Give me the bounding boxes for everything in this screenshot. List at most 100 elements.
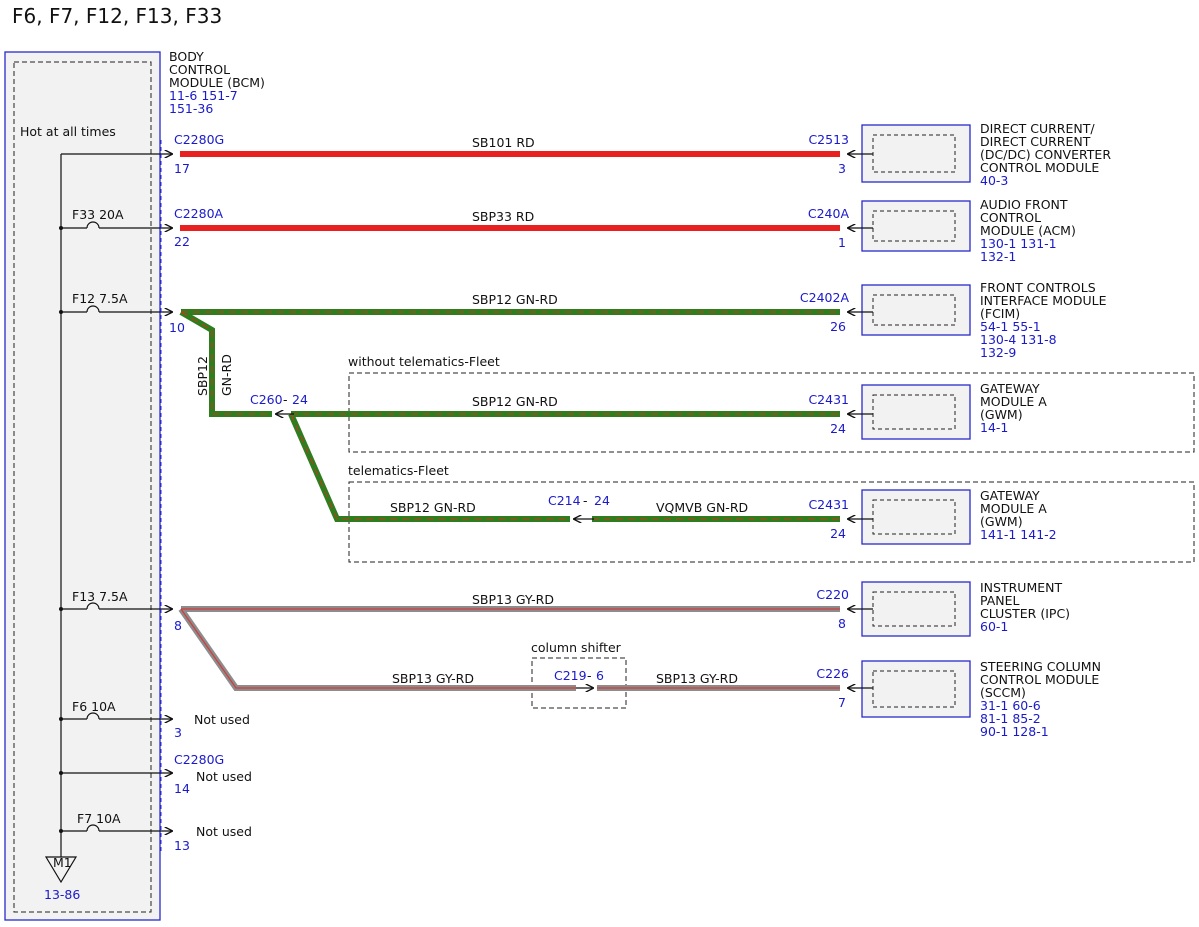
fuse-f13-label: F13 7.5A: [72, 589, 128, 604]
column-shifter-label: column shifter: [531, 640, 622, 655]
svg-text:-: -: [283, 392, 288, 407]
wire-label-sbp33: SBP33 RD: [472, 209, 534, 224]
wire-label-sbp12-gwm1: SBP12 GN-RD: [472, 394, 558, 409]
module-name-line: CONTROL MODULE: [980, 672, 1099, 687]
module-name-line: INSTRUMENT: [980, 580, 1062, 595]
module-name-line: DIRECT CURRENT: [980, 134, 1091, 149]
bcm-pin-14: 14: [174, 781, 190, 796]
module-connector: C240A: [808, 206, 850, 221]
ground-symbol: [44, 856, 78, 884]
wire-label-sbp12-gwm2: SBP12 GN-RD: [390, 500, 476, 515]
module-outline: [861, 200, 971, 252]
module-pin: 1: [838, 235, 846, 250]
wire-label-sb101: SB101 RD: [472, 135, 535, 150]
svg-text:-: -: [587, 668, 592, 683]
wire-label-sbp13-sccm-left: SBP13 GY-RD: [392, 671, 474, 686]
module-ref-line: 40-3: [980, 173, 1008, 188]
module-name-line: CLUSTER (IPC): [980, 606, 1070, 621]
module-name-line: GATEWAY: [980, 381, 1040, 396]
wires-gn-rd: [179, 309, 840, 522]
module-name-line: INTERFACE MODULE: [980, 293, 1107, 308]
module-name-line: CONTROL MODULE: [980, 160, 1099, 175]
bcm-outline: [4, 51, 161, 921]
module-ref-line: 90-1 128-1: [980, 724, 1049, 739]
connector-c2280g-bottom: C2280G: [174, 752, 224, 767]
bcm-module: BODY CONTROL MODULE (BCM) 11-6 151-7 151…: [4, 49, 265, 921]
connector-c2280g-top: C2280G: [174, 132, 224, 147]
module-name-line: (GWM): [980, 407, 1023, 422]
module-ref-line: 130-1 131-1: [980, 236, 1057, 251]
bcm-name-line2: CONTROL: [169, 62, 230, 77]
module-ref-line: 14-1: [980, 420, 1008, 435]
bcm-ref-line2: 151-36: [169, 101, 213, 116]
diagram-title: F6, F7, F12, F13, F33: [12, 4, 222, 28]
module-ref-line: 132-1: [980, 249, 1016, 264]
wire-label-vqmvb: VQMVB GN-RD: [656, 500, 748, 515]
bcm-internal-bus: [44, 140, 172, 884]
bcm-pin-22: 22: [174, 234, 190, 249]
module-name-line: PANEL: [980, 593, 1020, 608]
module-outline: [861, 660, 971, 718]
module-name-line: STEERING COLUMN: [980, 659, 1101, 674]
splice-c219-pin: 6: [596, 668, 604, 683]
module-outline: [861, 284, 971, 336]
bcm-name-line1: BODY: [169, 49, 204, 64]
wire-label-sbp12-vertical-a: SBP12: [195, 356, 210, 396]
module-inner-outline: [872, 394, 956, 430]
module-name-line: GATEWAY: [980, 488, 1040, 503]
connector-c2280a: C2280A: [174, 206, 224, 221]
fuse-f33-label: F33 20A: [72, 207, 124, 222]
bcm-name-line3: MODULE (BCM): [169, 75, 265, 90]
module-connector: C220: [816, 587, 849, 602]
bcm-pin-10: 10: [169, 320, 185, 335]
module-inner-outline: [872, 591, 956, 627]
fuse-f12-label: F12 7.5A: [72, 291, 128, 306]
module-connector: C2431: [808, 392, 849, 407]
module-inner-outline: [872, 670, 956, 708]
module-pin: 7: [838, 695, 846, 710]
splice-c260-pin: 24: [292, 392, 308, 407]
bcm-ref-line1: 11-6 151-7: [169, 88, 238, 103]
module-name-line: MODULE A: [980, 501, 1047, 516]
module-ref-line: 31-1 60-6: [980, 698, 1041, 713]
module-ref-line: 130-4 131-8: [980, 332, 1057, 347]
bcm-inner-outline: [13, 61, 152, 913]
bcm-pin-17: 17: [174, 161, 190, 176]
module-pin: 26: [830, 319, 846, 334]
module-connector: C2402A: [800, 290, 850, 305]
module-name-line: (SCCM): [980, 685, 1026, 700]
module-name-line: MODULE (ACM): [980, 223, 1076, 238]
bcm-pin-13: 13: [174, 838, 190, 853]
hot-at-all-times-label: Hot at all times: [20, 124, 116, 139]
module-pin: 24: [830, 421, 846, 436]
module-name-line: FRONT CONTROLS: [980, 280, 1096, 295]
wires-gy-rd: [178, 606, 840, 691]
splice-arrows: [276, 414, 594, 688]
svg-text:-: -: [583, 493, 588, 508]
ground-label: M1: [53, 855, 72, 870]
wire-label-sbp13-sccm-right: SBP13 GY-RD: [656, 671, 738, 686]
module-connector: C2431: [808, 497, 849, 512]
module-outline: [861, 384, 971, 440]
bcm-pin-8: 8: [174, 618, 182, 633]
wire-label-sbp12-fcim: SBP12 GN-RD: [472, 292, 558, 307]
module-outline: [861, 124, 971, 183]
fuse-f6-label: F6 10A: [72, 699, 116, 714]
bcm-pin-3: 3: [174, 725, 182, 740]
module-ref-line: 54-1 55-1: [980, 319, 1041, 334]
module-pin: 8: [838, 616, 846, 631]
module-ref-line: 60-1: [980, 619, 1008, 634]
module-name-line: (GWM): [980, 514, 1023, 529]
module-name-line: MODULE A: [980, 394, 1047, 409]
splice-c219: C219: [554, 668, 587, 683]
option-label-telematics: telematics-Fleet: [348, 463, 449, 478]
module-outline: [861, 489, 971, 545]
column-shifter-box: [531, 657, 627, 709]
wire-label-sbp13-ipc: SBP13 GY-RD: [472, 592, 554, 607]
module-pin: 3: [838, 161, 846, 176]
